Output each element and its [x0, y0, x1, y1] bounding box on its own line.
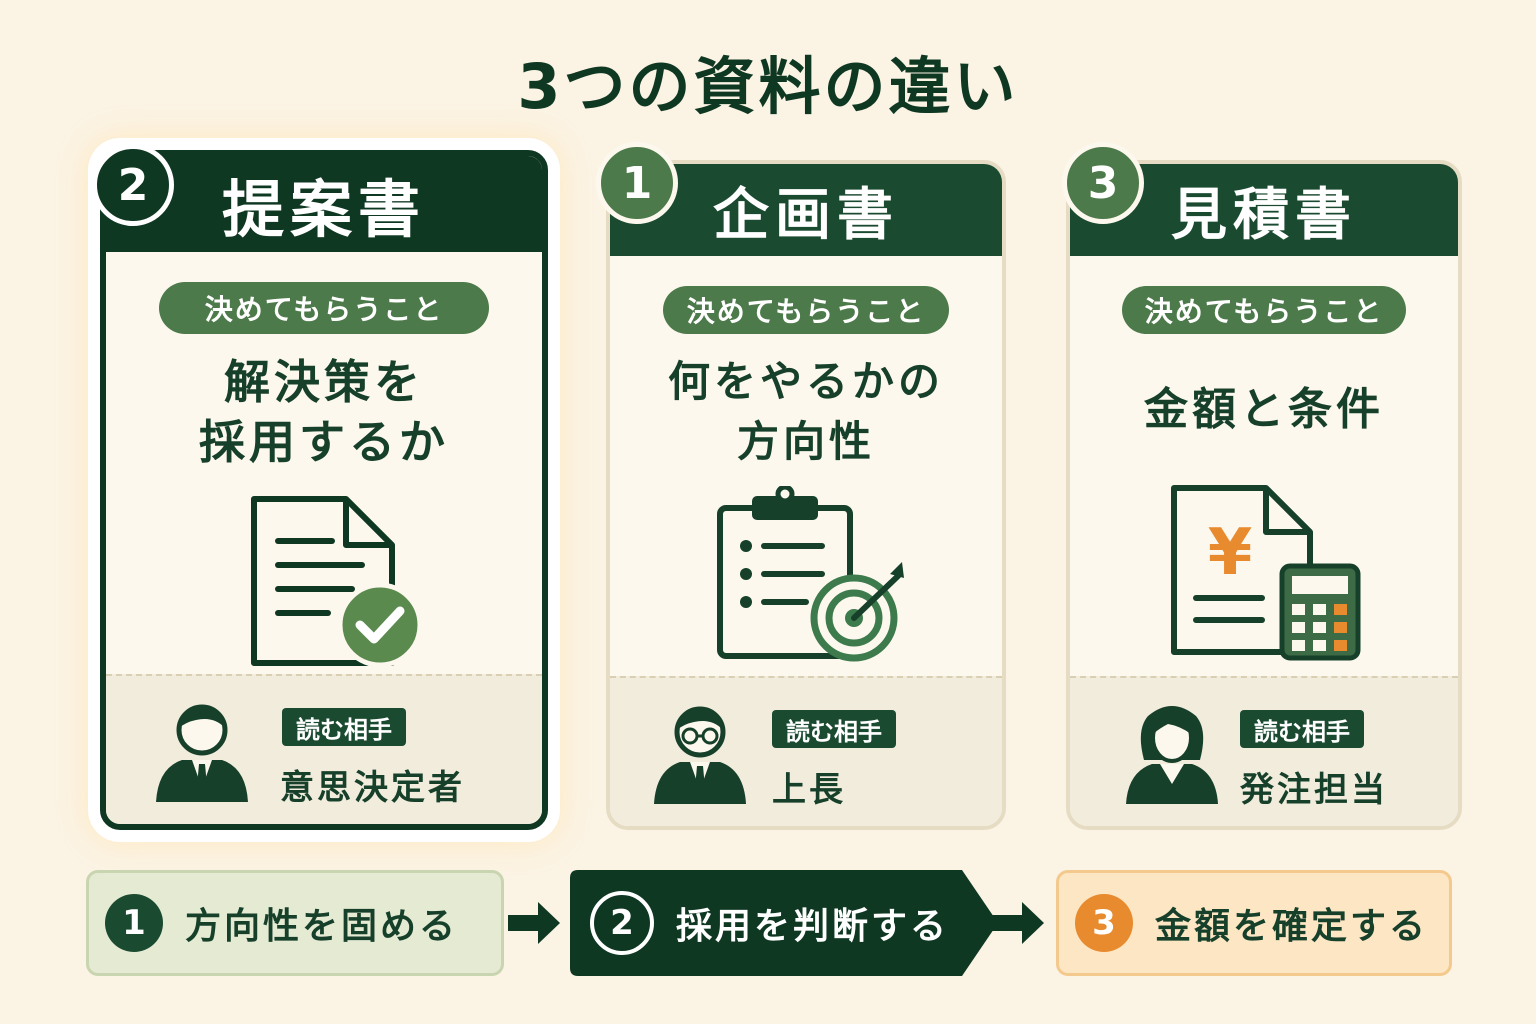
step-label: 金額を確定する [1155, 906, 1429, 947]
arrow-right-icon [992, 902, 1044, 944]
step-label: 方向性を固める [185, 906, 459, 947]
decision-text: 何をやるかの 方向性 [610, 352, 1002, 472]
reader-name: 上長 [772, 770, 846, 810]
reader-section: 読む相手 発注担当 [1070, 676, 1458, 826]
decision-pill: 決めてもらうこと [1122, 286, 1406, 334]
arrow-right-icon [508, 902, 560, 944]
step-number: 3 [1075, 894, 1133, 952]
decision-line-2: 方向性 [736, 417, 875, 466]
step-badge-3: 3 [1062, 142, 1144, 224]
decision-line-1: 金額と条件 [1144, 384, 1384, 435]
man-avatar-icon [152, 698, 252, 812]
step-label: 採用を判断する [676, 906, 950, 947]
page-title: 3つの資料の違い [517, 50, 1019, 123]
reader-label: 読む相手 [1240, 710, 1364, 748]
flow-step-3[interactable]: 3 金額を確定する [1056, 870, 1452, 976]
card-plan[interactable]: 企画書 決めてもらうこと 何をやるかの 方向性 [606, 160, 1006, 830]
step-number: 1 [105, 894, 163, 952]
step-badge-2: 2 [92, 144, 174, 226]
clipboard-target-icon [610, 484, 1002, 670]
document-check-icon [106, 491, 542, 675]
reader-name: 発注担当 [1240, 770, 1388, 810]
flow-step-1[interactable]: 1 方向性を固める [86, 870, 504, 976]
card-proposal[interactable]: 提案書 決めてもらうこと 解決策を 採用するか 読む相手 意思決 [100, 150, 548, 830]
decision-line-1: 何をやるかの [667, 357, 944, 406]
decision-text: 金額と条件 [1070, 380, 1458, 440]
man-glasses-avatar-icon [650, 700, 750, 814]
decision-line-2: 採用するか [199, 415, 449, 469]
decision-pill: 決めてもらうこと [663, 286, 949, 334]
reader-section: 読む相手 意思決定者 [106, 674, 542, 824]
decision-line-1: 解決策を [224, 355, 424, 409]
flow-step-2[interactable]: 2 採用を判断する [570, 870, 1000, 976]
reader-label: 読む相手 [772, 710, 896, 748]
decision-text: 解決策を 採用するか [106, 352, 542, 472]
reader-section: 読む相手 上長 [610, 676, 1002, 826]
reader-name: 意思決定者 [280, 768, 465, 808]
step-number: 2 [590, 891, 654, 955]
card-title: 提案書 [106, 156, 542, 252]
step-badge-1: 1 [596, 142, 678, 224]
card-estimate[interactable]: 見積書 決めてもらうこと 金額と条件 ¥ [1066, 160, 1462, 830]
reader-label: 読む相手 [282, 708, 406, 746]
yen-icon: ¥ [1208, 516, 1253, 590]
woman-avatar-icon [1122, 700, 1222, 814]
invoice-calculator-icon: ¥ [1070, 482, 1458, 666]
decision-pill: 決めてもらうこと [159, 282, 489, 334]
card-title: 見積書 [1070, 164, 1458, 256]
